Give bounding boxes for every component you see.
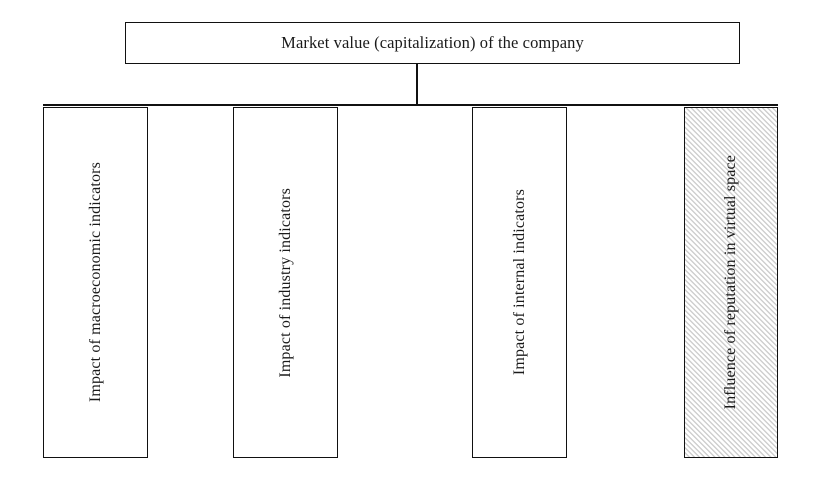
root-node-label: Market value (capitalization) of the com…: [281, 32, 584, 52]
root-node-market-value: Market value (capitalization) of the com…: [125, 22, 740, 64]
connector-horizontal-bus: [43, 104, 778, 106]
node-label-macroeconomic: Impact of macroeconomic indicators: [86, 162, 104, 403]
node-label-virtual-reputation: Influence of reputation in virtual space: [722, 155, 740, 410]
node-impact-of-internal-indicators: Impact of internal indicators: [472, 107, 567, 458]
node-label-internal: Impact of internal indicators: [510, 189, 528, 376]
connector-vertical-drop: [416, 64, 418, 106]
node-label-industry: Impact of industry indicators: [276, 187, 294, 378]
node-impact-of-macroeconomic-indicators: Impact of macroeconomic indicators: [43, 107, 148, 458]
node-influence-of-reputation-in-virtual-space: Influence of reputation in virtual space: [684, 107, 778, 458]
node-impact-of-industry-indicators: Impact of industry indicators: [233, 107, 338, 458]
